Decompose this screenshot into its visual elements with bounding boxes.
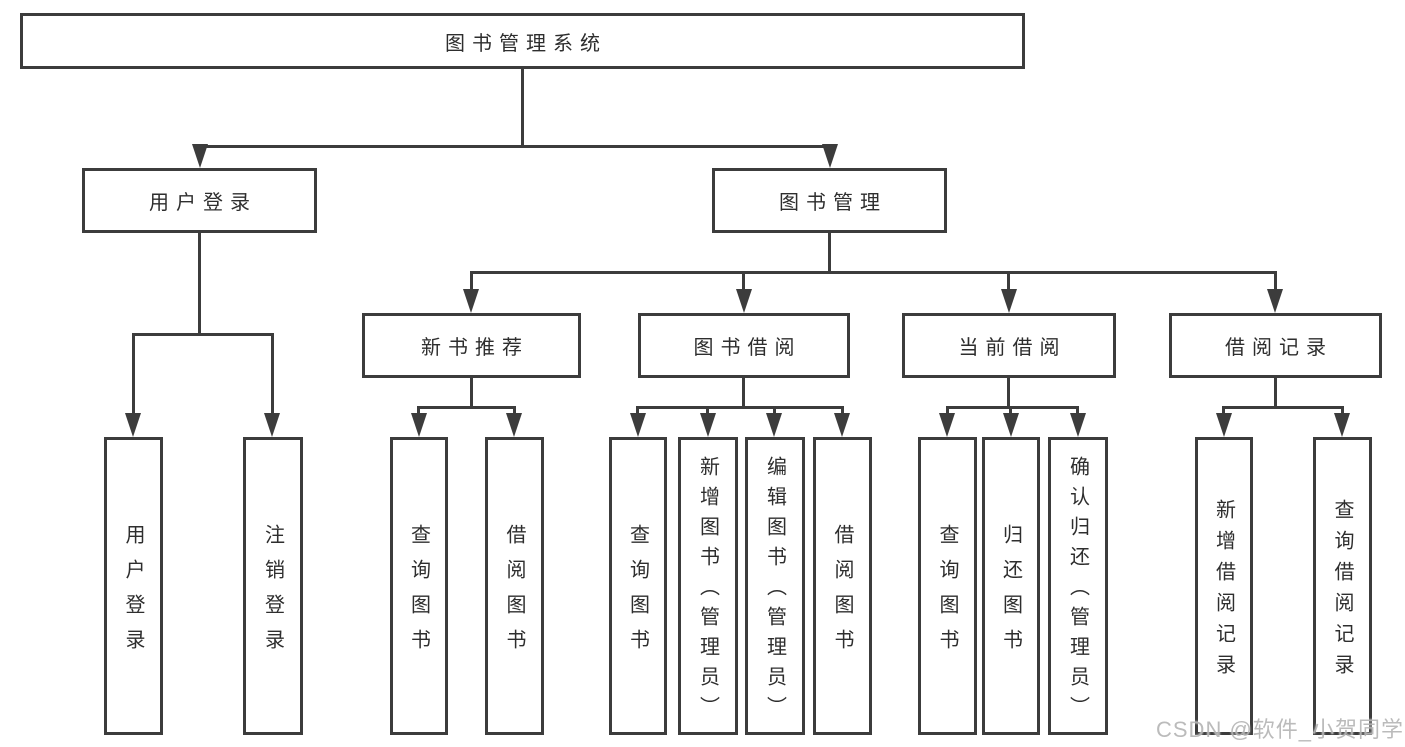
node-book-borrow: 图书借阅 bbox=[638, 313, 850, 378]
leaf-logout: 注销登录 bbox=[243, 437, 303, 735]
leaf-add-books-admin: 新增图书（管理员） bbox=[678, 437, 738, 735]
leaf-label: 查询借阅记录 bbox=[1331, 498, 1353, 685]
leaf-query-books-current: 查询图书 bbox=[918, 437, 977, 735]
connector-line bbox=[1222, 406, 1225, 416]
connector-line bbox=[271, 333, 274, 415]
leaf-label: 用户登录 bbox=[122, 523, 144, 664]
connector-line bbox=[742, 271, 745, 293]
leaf-return-books: 归还图书 bbox=[982, 437, 1040, 735]
leaf-label: 归还图书 bbox=[999, 523, 1022, 664]
arrow-down-icon bbox=[736, 289, 752, 313]
connector-stem bbox=[470, 376, 473, 409]
connector-user-login-stem bbox=[198, 231, 201, 336]
leaf-label: 查询图书 bbox=[936, 523, 958, 664]
connector-root-stem bbox=[521, 69, 524, 148]
leaf-borrow-books-recommend: 借阅图书 bbox=[485, 437, 544, 735]
connector-book-mgmt-stem bbox=[828, 231, 831, 274]
arrow-down-icon bbox=[700, 413, 716, 437]
arrow-down-icon bbox=[125, 413, 141, 437]
connector-rail bbox=[946, 406, 1079, 409]
leaf-label: 查询图书 bbox=[626, 523, 649, 664]
connector-stem bbox=[1274, 376, 1277, 409]
connector-line bbox=[1076, 406, 1079, 416]
leaf-label: 确认归还（管理员） bbox=[1066, 456, 1089, 726]
arrow-down-icon bbox=[939, 413, 955, 437]
arrow-down-icon bbox=[834, 413, 850, 437]
connector-line bbox=[132, 333, 135, 415]
leaf-label: 注销登录 bbox=[261, 523, 284, 664]
arrow-down-icon bbox=[463, 289, 479, 313]
connector-rail bbox=[636, 406, 844, 409]
connector-line bbox=[470, 271, 473, 293]
connector-rail bbox=[1222, 406, 1344, 409]
connector-line bbox=[417, 406, 420, 416]
connector-line bbox=[1009, 406, 1012, 416]
connector-rail bbox=[417, 406, 516, 409]
node-user-login: 用户登录 bbox=[82, 168, 317, 233]
arrow-down-icon bbox=[766, 413, 782, 437]
arrow-down-icon bbox=[1003, 413, 1019, 437]
leaf-query-books-borrow: 查询图书 bbox=[609, 437, 667, 735]
leaf-query-borrow-record: 查询借阅记录 bbox=[1313, 437, 1372, 735]
leaf-label: 新增图书（管理员） bbox=[696, 456, 719, 726]
connector-line bbox=[1341, 406, 1344, 416]
arrow-down-icon bbox=[192, 144, 208, 168]
node-new-book-recommend: 新书推荐 bbox=[362, 313, 581, 378]
leaf-add-borrow-record: 新增借阅记录 bbox=[1195, 437, 1253, 735]
arrow-down-icon bbox=[1216, 413, 1232, 437]
connector-line bbox=[1007, 271, 1010, 293]
leaf-label: 编辑图书（管理员） bbox=[763, 456, 786, 726]
connector-root-rail bbox=[198, 145, 831, 148]
leaf-label: 借阅图书 bbox=[503, 523, 525, 664]
connector-line bbox=[1274, 271, 1277, 293]
connector-line bbox=[636, 406, 639, 416]
arrow-down-icon bbox=[411, 413, 427, 437]
node-library-management-system: 图书管理系统 bbox=[20, 13, 1025, 69]
leaf-user-login: 用户登录 bbox=[104, 437, 163, 735]
connector-line bbox=[513, 406, 516, 416]
leaf-borrow-books: 借阅图书 bbox=[813, 437, 872, 735]
node-borrow-records: 借阅记录 bbox=[1169, 313, 1382, 378]
node-current-borrow: 当前借阅 bbox=[902, 313, 1116, 378]
arrow-down-icon bbox=[506, 413, 522, 437]
connector-line bbox=[841, 406, 844, 416]
connector-user-login-rail bbox=[132, 333, 274, 336]
connector-line bbox=[773, 406, 776, 416]
connector-stem bbox=[742, 376, 745, 409]
arrow-down-icon bbox=[1334, 413, 1350, 437]
connector-stem bbox=[1007, 376, 1010, 409]
leaf-confirm-return-admin: 确认归还（管理员） bbox=[1048, 437, 1108, 735]
connector-line bbox=[946, 406, 949, 416]
leaf-edit-books-admin: 编辑图书（管理员） bbox=[745, 437, 805, 735]
leaf-label: 借阅图书 bbox=[831, 523, 853, 664]
leaf-query-books-recommend: 查询图书 bbox=[390, 437, 448, 735]
arrow-down-icon bbox=[630, 413, 646, 437]
node-book-management: 图书管理 bbox=[712, 168, 947, 233]
arrow-down-icon bbox=[1070, 413, 1086, 437]
arrow-down-icon bbox=[822, 144, 838, 168]
arrow-down-icon bbox=[264, 413, 280, 437]
leaf-label: 查询图书 bbox=[407, 523, 430, 664]
leaf-label: 新增借阅记录 bbox=[1212, 498, 1235, 685]
arrow-down-icon bbox=[1001, 289, 1017, 313]
connector-book-mgmt-rail bbox=[470, 271, 1277, 274]
arrow-down-icon bbox=[1267, 289, 1283, 313]
connector-line bbox=[706, 406, 709, 416]
